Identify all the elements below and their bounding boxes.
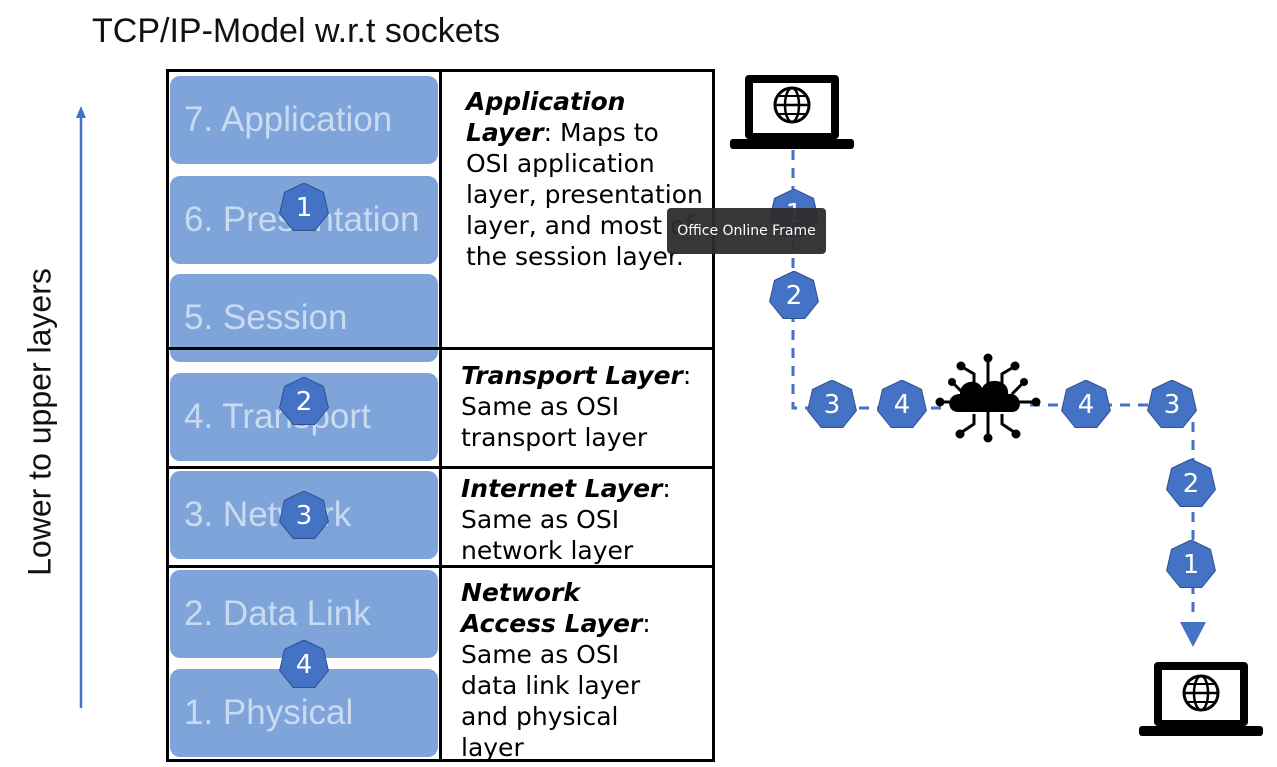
application-layer-description: Application Layer: Maps to OSI applicati… [466, 86, 706, 272]
internet-layer-description: Internet Layer: Same as OSI network laye… [461, 473, 709, 566]
transport-layer-text: : Same as OSI transport layer [461, 361, 692, 452]
network-access-layer-description: Network Access Layer: Same as OSI data l… [461, 577, 681, 763]
network-access-layer-name: Network Access Layer [461, 578, 643, 638]
tooltip: Office Online Frame [667, 208, 826, 254]
laptop-globe-icon [1139, 662, 1263, 736]
tcp-right-cell-network-access [439, 565, 715, 762]
transport-layer-name: Transport Layer [461, 361, 683, 390]
page-title: TCP/IP-Model w.r.t sockets [92, 12, 501, 50]
path-arrowhead [1180, 622, 1206, 647]
laptop-globe-icon [730, 75, 854, 149]
transport-layer-description: Transport Layer: Same as OSI transport l… [461, 360, 709, 453]
osi-layer-7: 7. Application [170, 76, 438, 164]
cloud-network-icon [935, 353, 1041, 443]
internet-layer-text: : Same as OSI network layer [461, 474, 671, 565]
application-layer-text: : Maps to OSI application layer, present… [466, 118, 703, 271]
internet-layer-name: Internet Layer [461, 474, 663, 503]
application-layer-name: Application Layer [466, 87, 626, 147]
upward-arrow [76, 106, 86, 708]
network-access-layer-text: : Same as OSI data link layer and physic… [461, 609, 651, 762]
